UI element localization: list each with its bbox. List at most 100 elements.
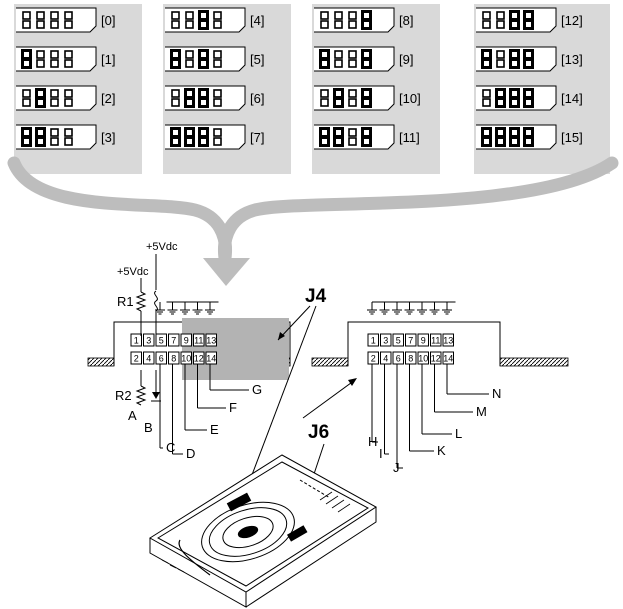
jumper-cap — [361, 127, 372, 147]
jumper-setting-label: [5] — [250, 52, 264, 67]
jumper-pin — [36, 50, 45, 59]
connector-pin — [193, 333, 205, 347]
connector-pin — [205, 333, 217, 347]
j6-ground-symbols — [367, 301, 456, 315]
jumper-pin — [348, 59, 357, 68]
jumper-pin — [320, 11, 329, 20]
pin-number: 4 — [146, 354, 151, 364]
ground-symbol — [180, 302, 190, 315]
jumper-pin — [50, 50, 59, 59]
jumper-cap — [523, 88, 534, 108]
jumper-pin — [185, 50, 194, 59]
jumper-setting-label: [14] — [561, 91, 583, 106]
pin-number: 12 — [194, 354, 204, 364]
ground-symbol — [429, 302, 440, 315]
jumper-setting: [9] — [314, 46, 413, 72]
jumper-cap — [481, 127, 492, 147]
jumper-setting-label: [4] — [250, 13, 264, 28]
pin-number: 7 — [408, 336, 413, 346]
jumper-setting: [0] — [16, 7, 115, 33]
jumper-pin — [50, 89, 59, 98]
jumper-setting-label: [0] — [101, 13, 115, 28]
pin-number: 3 — [146, 336, 151, 346]
jumper-pin — [64, 98, 73, 107]
jumper-header — [314, 7, 395, 33]
jumper-pin — [320, 98, 329, 107]
jumper-pin — [482, 89, 491, 98]
jumper-pin — [334, 20, 343, 29]
ground-symbol — [367, 302, 377, 315]
connector-pin — [405, 333, 417, 347]
lead-label: H — [368, 434, 377, 449]
connector-pin — [442, 333, 454, 347]
jumper-pin — [496, 20, 505, 29]
jumper-cap — [21, 49, 32, 69]
jumper-cap — [198, 10, 209, 30]
lead-label: N — [492, 386, 501, 401]
jumper-setting-label: [1] — [101, 52, 115, 67]
ground-symbol — [205, 302, 215, 315]
jumper-setting-label: [12] — [561, 13, 583, 28]
j4-highlight — [182, 318, 289, 380]
jumper-pin — [36, 11, 45, 20]
pin-number: 14 — [206, 354, 216, 364]
jumper-panel: [4] [5] [6] [7] — [163, 4, 291, 174]
connector-pin — [143, 333, 155, 347]
connector-pin — [417, 351, 429, 365]
pin-number: 8 — [408, 354, 413, 364]
jumper-cap — [333, 88, 344, 108]
jumper-cap — [170, 49, 181, 69]
connector-pin — [367, 333, 379, 347]
pin-number: 8 — [171, 354, 176, 364]
pin-number: 9 — [421, 336, 426, 346]
pin-number: 2 — [134, 354, 139, 364]
pin-number: 9 — [184, 336, 189, 346]
jumper-pin — [64, 137, 73, 146]
pin-number: 11 — [194, 336, 203, 346]
jumper-pin — [213, 98, 222, 107]
j4-ground-symbols — [155, 301, 219, 315]
lead-label: G — [252, 382, 262, 397]
jumper-setting-label: [6] — [250, 91, 264, 106]
jumper-pin — [36, 59, 45, 68]
jumper-pin — [348, 11, 357, 20]
jumper-pin — [348, 128, 357, 137]
hard-drive-illustration — [149, 454, 377, 608]
connector-pin — [392, 351, 404, 365]
connector-pin — [380, 351, 392, 365]
power-network: +5Vdc +5Vdc R1 R2 — [115, 241, 178, 406]
pin-number: 12 — [431, 354, 441, 364]
jumper-setting-label: [3] — [101, 130, 115, 145]
jumper-cap — [184, 88, 195, 108]
resistor-r1 — [135, 291, 147, 312]
lead-label: L — [455, 426, 462, 441]
jumper-cap — [509, 88, 520, 108]
jumper-pin — [213, 128, 222, 137]
jumper-pin — [320, 89, 329, 98]
jumper-pin — [213, 50, 222, 59]
jumper-cap — [35, 88, 46, 108]
connector-pin — [130, 351, 142, 365]
pin-number: 2 — [371, 354, 376, 364]
jumper-cap — [495, 88, 506, 108]
connector-pin — [205, 351, 217, 365]
jumper-cap — [481, 49, 492, 69]
power-label-r2: +5Vdc — [146, 241, 178, 253]
connector-pin — [168, 333, 180, 347]
jumper-setting-label: [7] — [250, 130, 264, 145]
jumper-setting-label: [13] — [561, 52, 583, 67]
jumper-panel: [0][1][2][3] — [14, 4, 142, 174]
jumper-cap — [509, 49, 520, 69]
jumper-pin — [50, 59, 59, 68]
jumper-setting: [6] — [165, 85, 264, 111]
connector-pin — [155, 333, 167, 347]
jumper-cap — [198, 88, 209, 108]
jumper-pin — [213, 20, 222, 29]
jumper-setting-label: [11] — [399, 130, 420, 145]
jumper-pin — [482, 20, 491, 29]
